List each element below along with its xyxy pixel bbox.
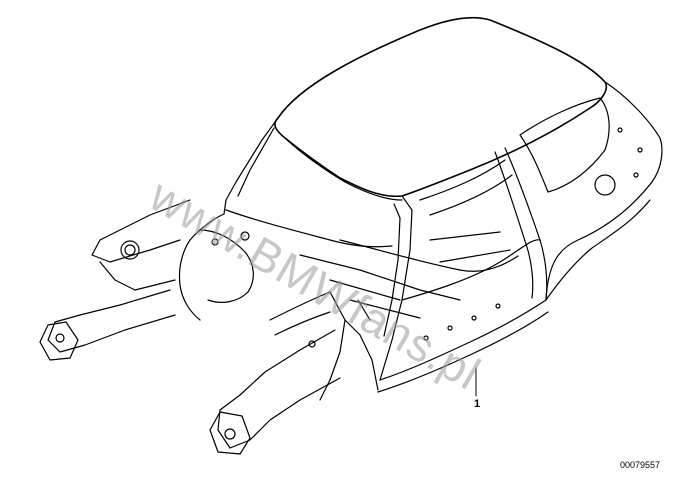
- front-rail-left: [47, 289, 176, 353]
- floor-crossmember: [329, 231, 511, 319]
- mount-hole: [471, 315, 477, 321]
- left-wing-panel-lower: [99, 261, 176, 291]
- windscreen-bottom: [225, 209, 393, 248]
- reservoir-opening-inner: [124, 244, 136, 256]
- right-wing-panel: [269, 291, 346, 401]
- floor-pan: [339, 239, 519, 272]
- a-pillar-left: [237, 127, 275, 197]
- left-wing-panel: [91, 199, 191, 263]
- mount-hole: [617, 127, 623, 133]
- mount-hole: [633, 172, 639, 178]
- mount-hole: [224, 428, 236, 440]
- front-rail-right: [217, 329, 341, 449]
- side-sill-lower: [377, 311, 549, 393]
- mount-hole: [423, 335, 429, 341]
- mount-hole: [55, 333, 65, 343]
- a-pillar-right-inner: [383, 203, 401, 337]
- hinge-pillar: [344, 299, 379, 391]
- mount-hole: [211, 238, 219, 246]
- fuel-filler-opening: [594, 174, 616, 196]
- b-pillar: [504, 147, 548, 301]
- rear-seat-pan: [419, 159, 513, 216]
- door-opening: [401, 239, 541, 301]
- floor-tunnel: [299, 254, 461, 301]
- mount-hole: [637, 147, 643, 153]
- mount-hole: [447, 325, 453, 331]
- front-rail-left-end: [39, 321, 79, 361]
- rear-side-panel: [545, 81, 663, 301]
- a-pillar-right: [379, 195, 413, 381]
- front-rail-right-end: [209, 411, 251, 455]
- mount-hole: [308, 340, 316, 348]
- roof-panel: [274, 16, 608, 198]
- right-wing-panel-inner: [274, 311, 331, 336]
- strut-tower: [199, 229, 254, 303]
- reservoir-opening: [120, 240, 140, 260]
- b-pillar-inner: [494, 151, 534, 299]
- rear-wheel-arch: [545, 199, 651, 301]
- part-number-label: 1: [474, 398, 481, 410]
- mount-hole: [240, 231, 250, 241]
- roof-edge: [284, 137, 403, 201]
- rear-quarter-window: [519, 97, 610, 193]
- mount-hole: [495, 303, 501, 309]
- windscreen-frame: [223, 117, 279, 215]
- side-sill: [379, 299, 547, 381]
- front-bulkhead: [178, 213, 225, 321]
- diagram-id-label: 00079557: [620, 460, 661, 470]
